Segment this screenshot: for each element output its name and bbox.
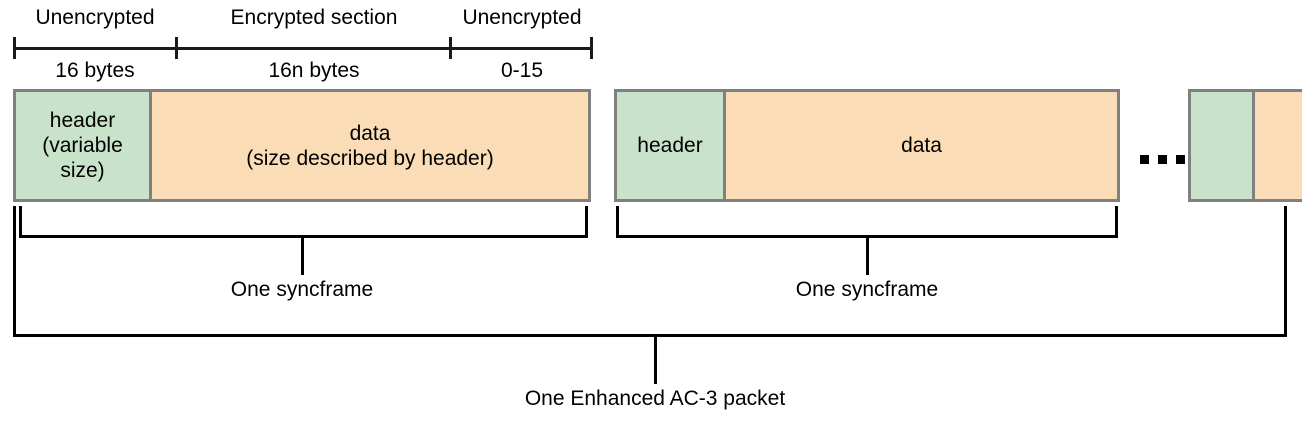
syncframe-1-bracket-stem — [301, 235, 304, 275]
ellipsis-dot-3 — [1176, 155, 1185, 164]
syncframe-1-header-segment: header (variable size) — [16, 92, 152, 199]
ruler-segment-3-bottom-label: 0-15 — [500, 59, 544, 82]
ruler-segment-1-bottom-label: 16 bytes — [55, 59, 135, 82]
syncframe-2-header-segment: header — [617, 92, 726, 199]
syncframe-1-header-line-1: header — [49, 109, 116, 132]
syncframe-1-data-segment: data (size described by header) — [152, 92, 588, 199]
packet-bracket-stem — [654, 334, 657, 384]
ruler-segment-1-top-label: Unencrypted — [35, 6, 155, 29]
syncframe-block-3-partial — [1188, 89, 1302, 202]
syncframe-1-header-line-2: (variable — [42, 134, 123, 157]
syncframe-2-bracket-label: One syncframe — [795, 278, 939, 301]
syncframe-block-1: header (variable size) data (size descri… — [13, 89, 591, 202]
ruler-tick-0 — [13, 37, 16, 59]
syncframe-2-bracket-stem — [866, 235, 869, 275]
ruler-tick-3 — [590, 37, 593, 59]
syncframe-block-2: header data — [614, 89, 1120, 202]
syncframe-1-bracket-left-arm — [19, 206, 22, 238]
syncframe-1-data-line-1: data — [349, 121, 391, 145]
packet-bracket-right-arm — [1284, 206, 1287, 337]
syncframe-2-bracket-right-arm — [1115, 206, 1118, 238]
packet-bracket-left-arm — [13, 206, 16, 337]
ruler-segment-2-top-label: Encrypted section — [230, 6, 398, 29]
syncframe-1-bracket-right-arm — [585, 206, 588, 238]
syncframe-1-data-line-2: (size described by header) — [246, 146, 494, 170]
packet-bracket-bar — [13, 334, 1287, 337]
syncframe-2-data-segment: data — [726, 92, 1117, 199]
ellipsis-dot-1 — [1140, 155, 1149, 164]
syncframe-2-data-label: data — [901, 134, 942, 157]
syncframe-3-data-segment — [1255, 92, 1302, 199]
ruler-tick-1 — [175, 37, 178, 59]
ellipsis-dot-2 — [1158, 155, 1167, 164]
ruler-baseline — [13, 47, 593, 50]
syncframe-2-header-label: header — [637, 134, 703, 157]
syncframe-1-bracket-label: One syncframe — [230, 278, 374, 301]
syncframe-1-header-line-3: size) — [60, 159, 105, 182]
packet-bracket-label: One Enhanced AC-3 packet — [524, 387, 786, 410]
ruler-segment-2-bottom-label: 16n bytes — [268, 59, 360, 82]
ruler-tick-2 — [449, 37, 452, 59]
syncframe-3-header-segment — [1191, 92, 1255, 199]
ellipsis-indicator — [1140, 155, 1185, 164]
ruler-segment-3-top-label: Unencrypted — [462, 6, 582, 29]
syncframe-2-bracket-left-arm — [616, 206, 619, 238]
